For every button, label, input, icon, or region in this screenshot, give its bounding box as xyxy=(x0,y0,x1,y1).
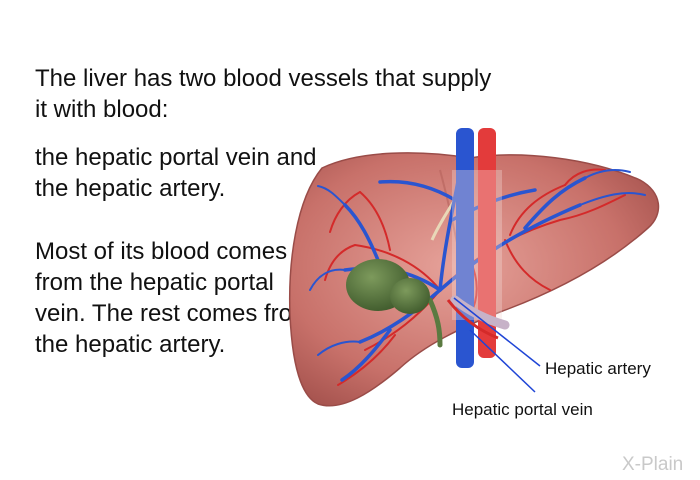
portal-vein-leader-line xyxy=(469,329,536,393)
intro-text: The liver has two blood vessels that sup… xyxy=(35,65,492,123)
artery-leader-line xyxy=(453,297,541,367)
artery-trunk xyxy=(478,128,496,358)
blood-supply-text: Most of its blood comes from the hepatic… xyxy=(35,238,312,358)
x-plain-logo: X-Plain xyxy=(622,454,683,475)
gallbladder xyxy=(346,259,430,314)
svg-text:X-Plain: X-Plain xyxy=(622,454,683,475)
hepatic-artery-label: Hepatic artery xyxy=(545,359,651,378)
hepatic-portal-vein-label: Hepatic portal vein xyxy=(452,400,593,419)
vessels-text: the hepatic portal vein and the hepatic … xyxy=(35,144,317,202)
